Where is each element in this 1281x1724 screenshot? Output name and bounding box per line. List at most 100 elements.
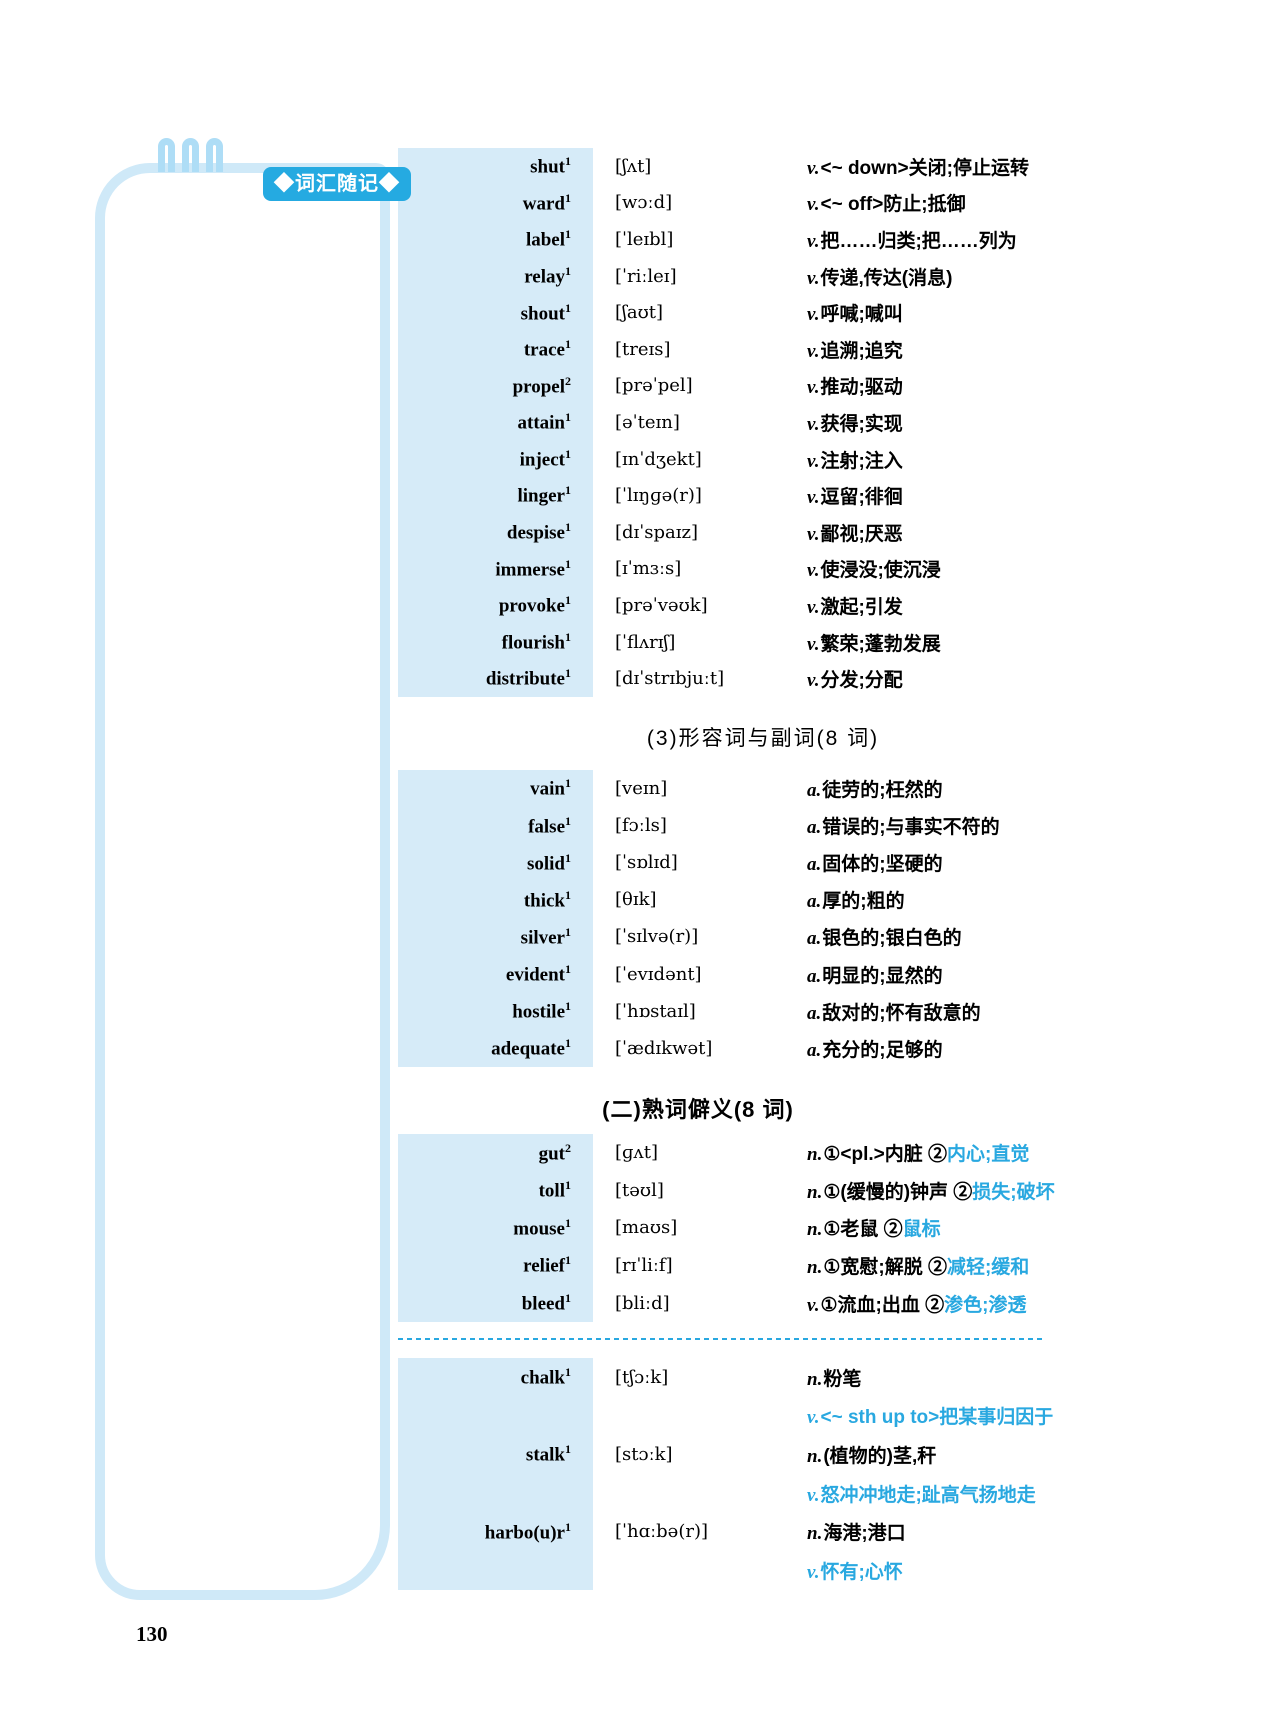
definition: v.把……归类;把……列为 bbox=[807, 226, 1029, 253]
definition-text: 厚的;粗的 bbox=[822, 891, 905, 913]
pos-marker: a. bbox=[807, 817, 822, 839]
phonetic-transcription: [fɔːls] bbox=[615, 815, 667, 837]
definition-text: 错误的;与事实不符的 bbox=[822, 817, 1000, 839]
headword-superscript: 1 bbox=[565, 1365, 571, 1380]
word-row: false1 [fɔːls] a.错误的;与事实不符的 bbox=[398, 807, 1000, 844]
headword: mouse1 bbox=[398, 1216, 593, 1240]
pos-marker: v. bbox=[807, 1294, 820, 1316]
headword-text: adequate bbox=[491, 1038, 565, 1060]
definition-highlight: <~ sth up to>把某事归因于 bbox=[820, 1407, 1054, 1429]
definition-text: 粉笔 bbox=[823, 1368, 862, 1390]
phonetic-transcription: [rɪˈliːf] bbox=[615, 1255, 673, 1277]
word-row: solid1 [ˈsɒlɪd] a.固体的;坚硬的 bbox=[398, 844, 1000, 881]
headword-superscript: 1 bbox=[565, 520, 571, 535]
word-row: adequate1 [ˈædɪkwət] a.充分的;足够的 bbox=[398, 1030, 1000, 1067]
phonetic-transcription: [əˈteɪn] bbox=[615, 411, 680, 433]
headword-text: toll bbox=[538, 1180, 565, 1202]
pos-marker: v. bbox=[807, 633, 820, 655]
pos-marker: v. bbox=[807, 596, 820, 618]
headword-superscript: 1 bbox=[565, 666, 571, 681]
polysemy-word-list-2: chalk1 [tʃɔːk] n.粉笔 v.<~ sth up to>把某事归因… bbox=[398, 1358, 1054, 1590]
definition-text: ①老鼠 ② bbox=[823, 1219, 903, 1241]
pos-marker: v. bbox=[807, 194, 820, 216]
phonetic-transcription: [ˈlɪŋɡə(r)] bbox=[615, 485, 702, 507]
definition: a.错误的;与事实不符的 bbox=[807, 812, 1000, 839]
phonetic-transcription: [wɔːd] bbox=[615, 192, 673, 214]
definition: v.①流血;出血 ②渗色;渗透 bbox=[807, 1290, 1055, 1317]
word-row: inject1 [ɪnˈdʒekt] v.注射;注入 bbox=[398, 441, 1029, 478]
headword: relief1 bbox=[398, 1253, 593, 1277]
definition: v.传递,传达(消息) bbox=[807, 263, 1029, 290]
vocab-notes-label: ◆词汇随记◆ bbox=[263, 167, 411, 201]
headword-text: stalk bbox=[525, 1444, 565, 1466]
definition-text: 明显的;显然的 bbox=[822, 965, 943, 987]
pos-marker: a. bbox=[807, 1039, 822, 1061]
phonetic-transcription: [veɪn] bbox=[615, 778, 668, 800]
headword: silver1 bbox=[398, 925, 593, 949]
headword: relay1 bbox=[398, 264, 593, 288]
definition: a.银色的;银白色的 bbox=[807, 923, 1000, 950]
notes-box-frame bbox=[95, 163, 390, 1600]
pos-marker: v. bbox=[807, 1484, 820, 1506]
headword-superscript: 1 bbox=[565, 1215, 571, 1230]
headword: ward1 bbox=[398, 191, 593, 215]
headword: hostile1 bbox=[398, 999, 593, 1023]
definition: a.敌对的;怀有敌意的 bbox=[807, 998, 1000, 1025]
word-row: chalk1 [tʃɔːk] n.粉笔 bbox=[398, 1358, 1053, 1397]
headword-superscript: 1 bbox=[565, 410, 571, 425]
headword-superscript: 1 bbox=[565, 629, 571, 644]
headword-text: flourish bbox=[501, 632, 565, 654]
headword-superscript: 1 bbox=[565, 999, 571, 1014]
definition-highlight: 鼠标 bbox=[902, 1219, 941, 1241]
word-row: propel2 [prəˈpel] v.推动;驱动 bbox=[398, 368, 1029, 405]
word-row: hostile1 [ˈhɒstaɪl] a.敌对的;怀有敌意的 bbox=[398, 993, 1000, 1030]
headword: vain1 bbox=[398, 776, 593, 800]
polysemy-block2-background bbox=[398, 1358, 593, 1590]
headword-text: gut bbox=[538, 1142, 565, 1164]
definition: v.分发;分配 bbox=[807, 665, 1029, 692]
word-row: bleed1 [bliːd] v.①流血;出血 ②渗色;渗透 bbox=[398, 1284, 1055, 1322]
pos-marker: n. bbox=[807, 1446, 823, 1468]
pos-marker: v. bbox=[807, 157, 820, 179]
headword-superscript: 1 bbox=[565, 300, 571, 315]
headword-text: relief bbox=[523, 1255, 565, 1277]
pos-marker: v. bbox=[807, 523, 820, 545]
phonetic-transcription: [ˈædɪkwət] bbox=[615, 1037, 713, 1059]
definition-text: (植物的)茎,秆 bbox=[823, 1446, 937, 1468]
phonetic-transcription: [ˈhɒstaɪl] bbox=[615, 1000, 696, 1022]
word-row: ward1 [wɔːd] v.<~ off>防止;抵御 bbox=[398, 185, 1029, 222]
definition: n.粉笔 bbox=[807, 1364, 1053, 1391]
spiral-binding bbox=[158, 138, 223, 172]
pos-marker: v. bbox=[807, 1562, 820, 1584]
headword-text: ward bbox=[522, 193, 565, 215]
word-row: attain1 [əˈteɪn] v.获得;实现 bbox=[398, 404, 1029, 441]
spiral-loop-icon bbox=[206, 138, 223, 172]
definition: n.①(缓慢的)钟声 ②损失;破坏 bbox=[807, 1177, 1055, 1204]
word-row: flourish1 [ˈflʌrɪʃ] v.繁荣;蓬勃发展 bbox=[398, 624, 1029, 661]
definition: n.(植物的)茎,秆 bbox=[807, 1441, 1053, 1468]
phonetic-transcription: [ˈflʌrɪʃ] bbox=[615, 631, 676, 653]
headword-superscript: 1 bbox=[565, 776, 571, 791]
pos-marker: v. bbox=[807, 560, 820, 582]
pos-marker: v. bbox=[807, 267, 820, 289]
definition-text: ①宽慰;解脱 ② bbox=[823, 1257, 947, 1279]
headword: shut1 bbox=[398, 154, 593, 178]
word-row: v.<~ sth up to>把某事归因于 bbox=[398, 1397, 1053, 1436]
phonetic-transcription: [prəˈpel] bbox=[615, 375, 693, 397]
headword-text: distribute bbox=[485, 668, 565, 690]
phonetic-transcription: [ˈriːleɪ] bbox=[615, 265, 677, 287]
headword: trace1 bbox=[398, 337, 593, 361]
headword-superscript: 1 bbox=[565, 593, 571, 608]
word-row: stalk1 [stɔːk] n.(植物的)茎,秆 bbox=[398, 1435, 1053, 1474]
definition-text: ①<pl.>内脏 ② bbox=[823, 1144, 947, 1166]
polysemy-block1-background bbox=[398, 1134, 593, 1322]
headword: harbo(u)r1 bbox=[398, 1520, 593, 1544]
phonetic-transcription: [tʃɔːk] bbox=[615, 1366, 669, 1388]
definition-text: 把……归类;把……列为 bbox=[820, 230, 1017, 252]
headword: bleed1 bbox=[398, 1291, 593, 1315]
pos-marker: v. bbox=[807, 377, 820, 399]
definition-highlight: 怀有;心怀 bbox=[820, 1562, 903, 1584]
definition-text: ①流血;出血 ② bbox=[820, 1294, 945, 1316]
polysemy-word-list-1: gut2 [ɡʌt] n.①<pl.>内脏 ②内心;直觉 toll1 [təʊl… bbox=[398, 1134, 1055, 1322]
pos-marker: v. bbox=[807, 450, 820, 472]
